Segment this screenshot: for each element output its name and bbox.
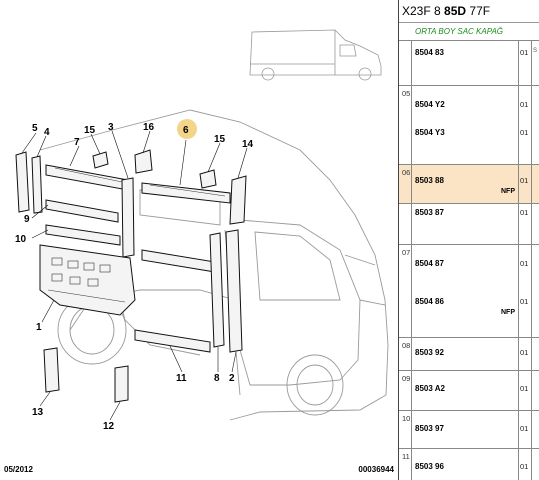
quantity: 01 (520, 348, 529, 357)
callout-9: 9 (24, 214, 30, 225)
van-exploded-view: 5 4 7 15 3 16 6 15 14 9 10 1 13 12 11 8 … (15, 29, 389, 432)
panel-header: X23F 8 85D 77F (399, 0, 539, 23)
callout-6: 6 (183, 125, 189, 136)
group-number: 07 (402, 248, 411, 257)
group-row[interactable]: 8504 83 01 S (399, 41, 539, 86)
callout-5: 5 (32, 123, 38, 134)
part-number[interactable]: 8504 87 (415, 259, 444, 268)
callout-6-highlight (177, 119, 197, 139)
quantity: 01 (520, 208, 529, 217)
part-number[interactable]: 8503 87 (415, 208, 444, 217)
group-row[interactable]: 11 8503 96 01 (399, 449, 539, 480)
quantity: 01 (520, 259, 529, 268)
group-number: 05 (402, 89, 411, 98)
callout-16: 16 (143, 122, 155, 133)
quantity: 01 (520, 297, 529, 306)
group-row[interactable]: 8503 87 01 (399, 204, 539, 245)
group-row[interactable]: 09 8503 A2 01 (399, 371, 539, 411)
callout-10: 10 (15, 234, 27, 245)
header-code: 85D (444, 4, 467, 18)
quantity: 01 (520, 424, 529, 433)
callout-labels: 5 4 7 15 3 16 6 15 14 9 10 1 13 12 11 8 … (15, 122, 254, 432)
header-prefix: X23F 8 (402, 4, 441, 18)
leader-lines (21, 130, 248, 421)
group-number: 11 (402, 452, 410, 461)
panel-holes (47, 167, 226, 303)
parts-diagram: 5 4 7 15 3 16 6 15 14 9 10 1 13 12 11 8 … (4, 29, 394, 474)
group-number: 06 (402, 168, 411, 177)
callout-12: 12 (103, 421, 115, 432)
quantity: 01 (520, 100, 529, 109)
part-number[interactable]: 8504 83 (415, 48, 444, 57)
quantity: 01 (520, 176, 529, 185)
quantity: 01 (520, 462, 529, 471)
callout-1: 1 (36, 322, 42, 333)
callout-14: 14 (242, 139, 254, 150)
quantity: 01 (520, 128, 529, 137)
van-thumbnail (249, 29, 382, 81)
callout-15: 15 (84, 125, 96, 136)
callout-7: 7 (74, 137, 80, 148)
group-row[interactable]: 07 8504 87 01 8504 86 01 NFP (399, 245, 539, 338)
callout-3: 3 (108, 122, 114, 133)
callout-11: 11 (176, 373, 187, 384)
callout-2: 2 (229, 373, 235, 384)
callout-4: 4 (44, 127, 50, 138)
part-number[interactable]: 8503 A2 (415, 384, 445, 393)
quantity: 01 (520, 48, 529, 57)
header-suffix: 77F (469, 4, 491, 18)
callout-8: 8 (214, 373, 220, 384)
group-row[interactable]: 10 8503 97 01 (399, 411, 539, 449)
quantity: 01 (520, 384, 529, 393)
callout-15b: 15 (214, 134, 226, 145)
footer-date: 05/2012 (4, 465, 33, 474)
part-number[interactable]: 8504 Y2 (415, 100, 445, 109)
nfp-flag: NFP (501, 309, 515, 316)
panel-subheader: ORTA BOY SAC KAPAĞ (399, 23, 539, 41)
part-number[interactable]: 8504 Y3 (415, 128, 445, 137)
part-number[interactable]: 8503 96 (415, 462, 444, 471)
callout-13: 13 (32, 407, 44, 418)
part-number[interactable]: 8503 88 (415, 176, 444, 185)
footer-ref: 00036944 (358, 465, 394, 474)
group-row[interactable]: 08 8503 92 01 (399, 338, 539, 371)
group-number: 08 (402, 341, 411, 350)
parts-list-panel: X23F 8 85D 77F ORTA BOY SAC KAPAĞ 8504 8… (398, 0, 539, 480)
group-number: 09 (402, 374, 411, 383)
nfp-flag: NFP (501, 188, 515, 195)
part-number[interactable]: 8503 92 (415, 348, 444, 357)
group-row-selected[interactable]: 06 8503 88 01 NFP (399, 165, 539, 204)
panel-parts (15, 149, 247, 403)
part-number[interactable]: 8503 97 (415, 424, 444, 433)
group-number: 10 (402, 414, 411, 423)
part-number[interactable]: 8504 86 (415, 297, 444, 306)
group-row[interactable]: 05 8504 Y2 01 8504 Y3 01 (399, 86, 539, 165)
